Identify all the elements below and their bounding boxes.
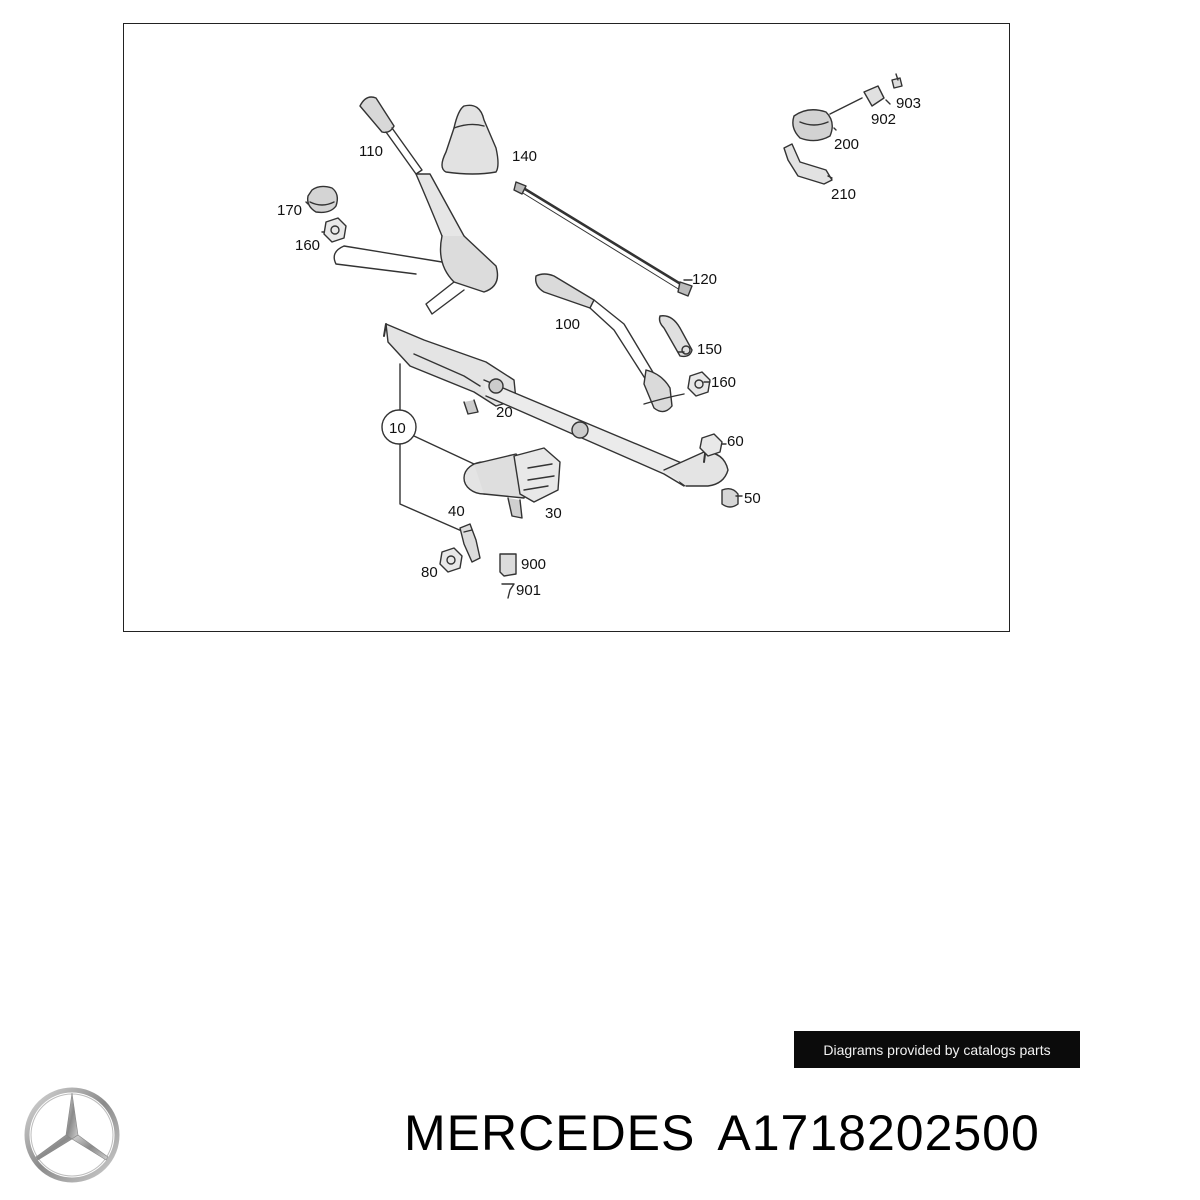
linkage-frame (383, 323, 729, 487)
callout-900: 900 (521, 556, 546, 573)
callout-200: 200 (834, 136, 859, 153)
callout-210: 210 (831, 186, 856, 203)
callout-20: 20 (496, 404, 513, 421)
clip-40 (459, 523, 481, 563)
callout-120: 120 (692, 271, 717, 288)
callout-40: 40 (448, 503, 465, 520)
callout-80: 80 (421, 564, 438, 581)
callout-10-circle (381, 409, 417, 445)
brand-name: MERCEDES (404, 1105, 696, 1161)
wiper-arm-right (534, 273, 673, 413)
callout-100: 100 (555, 316, 580, 333)
wiper-arm-left (333, 96, 499, 315)
part-902 (863, 85, 885, 107)
parts-diagram: 110 140 170 160 120 100 150 160 10 20 60… (123, 23, 1010, 632)
part-903 (891, 73, 903, 89)
callout-110: 110 (359, 143, 383, 160)
mercedes-star-logo-icon (22, 1085, 122, 1185)
nut-160-right (687, 371, 711, 397)
callout-60: 60 (727, 433, 744, 450)
diagram-drawing: 110 140 170 160 120 100 150 160 10 20 60… (277, 73, 921, 599)
nut-160-left (323, 217, 347, 243)
diagram-credit-badge: Diagrams provided by catalogs parts (794, 1031, 1080, 1068)
cap-170 (306, 185, 339, 214)
callout-170: 170 (277, 202, 302, 219)
pin-901 (501, 583, 515, 599)
bracket-210 (783, 143, 833, 185)
callout-901: 901 (516, 582, 541, 599)
wiper-blade (513, 181, 693, 297)
callout-30: 30 (545, 505, 562, 522)
connector-900 (499, 553, 517, 577)
sensor-200 (792, 97, 863, 142)
callout-140: 140 (512, 148, 537, 165)
part-title: MERCEDES A1718202500 (404, 1108, 1040, 1158)
arm-cover (441, 104, 499, 175)
callout-10: 10 (389, 420, 406, 437)
callout-902: 902 (871, 111, 896, 128)
part-number: A1718202500 (717, 1105, 1040, 1161)
callout-150: 150 (697, 341, 722, 358)
grommet-50 (721, 487, 739, 508)
nut-60 (699, 433, 723, 457)
credit-text: Diagrams provided by catalogs parts (823, 1041, 1051, 1058)
part-150 (658, 315, 693, 358)
wiper-motor (463, 447, 561, 519)
callout-160-left: 160 (295, 237, 320, 254)
nut-80 (439, 547, 463, 573)
callout-903: 903 (896, 95, 921, 112)
callout-50: 50 (744, 490, 761, 507)
callout-160-right: 160 (711, 374, 736, 391)
